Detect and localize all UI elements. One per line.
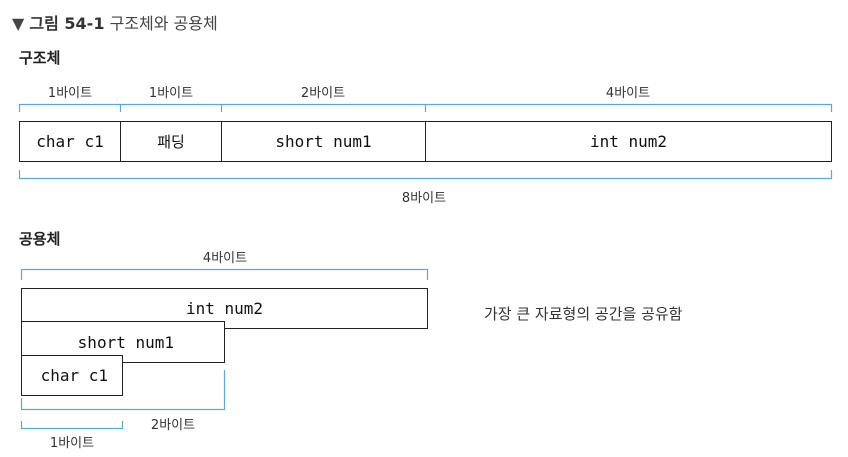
struct-cell-padding: 패딩 (120, 121, 222, 162)
struct-cell-short: short num1 (221, 121, 426, 162)
struct-title: 구조체 (19, 49, 61, 67)
union-2byte-label: 2바이트 (150, 418, 196, 433)
figure-caption: ▼ 그림 54-1 구조체와 공용체 (12, 10, 218, 34)
struct-label-short: 2바이트 (300, 86, 346, 101)
struct-label-padding: 1바이트 (148, 86, 194, 101)
struct-cell-char: char c1 (19, 121, 121, 162)
struct-cell-int: int num2 (425, 121, 832, 162)
union-top-label: 4바이트 (202, 251, 248, 266)
struct-label-int: 4바이트 (605, 86, 651, 101)
triangle-down-icon: ▼ (12, 14, 25, 33)
union-1byte-label: 1바이트 (49, 436, 95, 451)
union-title: 공용체 (19, 230, 61, 248)
struct-label-char: 1바이트 (47, 86, 93, 101)
union-1byte-bracket (20, 421, 124, 430)
union-note: 가장 큰 자료형의 공간을 공유함 (484, 305, 683, 323)
union-2byte-bracket (20, 370, 226, 411)
union-top-bracket (20, 268, 429, 280)
padding-label: 패딩 (157, 133, 185, 151)
union-box-char: char c1 (21, 355, 123, 396)
figure-number: 그림 54-1 (29, 14, 105, 33)
struct-bottom-bracket (18, 170, 833, 180)
struct-total-label: 8바이트 (401, 191, 447, 206)
figure-title: 구조체와 공용체 (109, 14, 218, 33)
